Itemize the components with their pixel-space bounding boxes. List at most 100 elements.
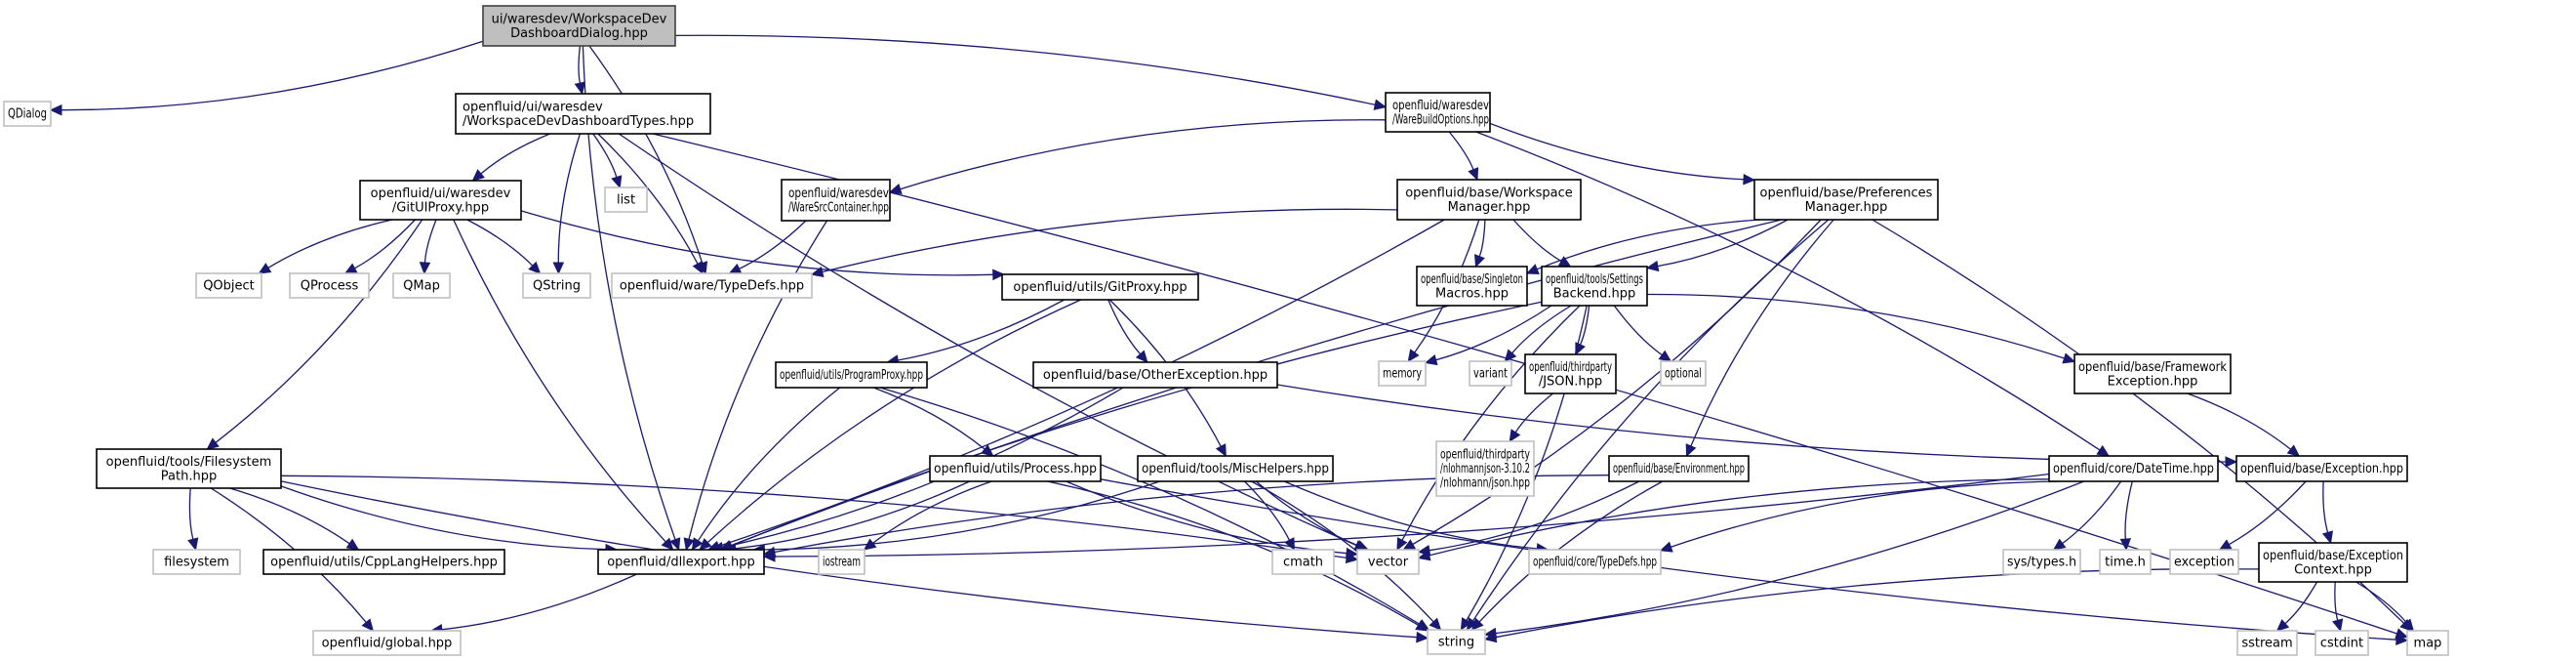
edge-prefmanager-to-string (1472, 219, 1830, 622)
node-box (2099, 549, 2152, 575)
node-jsonhpp[interactable]: openfluid/thirdparty/JSON.hpp (1524, 353, 1617, 394)
arrowhead-wsmanager-to-waretypedefs (810, 266, 825, 278)
node-label: openfluid/waresdev (788, 186, 889, 201)
arrowhead-exccontext-to-map (2401, 618, 2415, 632)
node-datetime[interactable]: openfluid/core/DateTime.hpp (2048, 455, 2219, 482)
edge-gituiproxy-to-gitproxy (520, 210, 993, 276)
node-warebuild[interactable]: openfluid/waresdev/WareBuildOptions.hpp (1385, 92, 1491, 133)
edge-settings-to-memory (1435, 305, 1552, 361)
node-label: exception (2174, 556, 2234, 570)
node-box (392, 272, 451, 299)
node-label: Manager.hpp (1805, 200, 1888, 215)
node-label: openfluid/base/Framework (2078, 360, 2227, 375)
edge-environment-to-string (1478, 480, 1664, 623)
arrowhead-datetime-to-vector (1417, 550, 1431, 561)
nodes-layer: ui/waresdev/WorkspaceDevDashboardDialog.… (3, 5, 2449, 656)
edge-dashtypes-to-list (592, 133, 618, 178)
node-box (597, 549, 765, 575)
node-box (3, 101, 52, 127)
node-global: openfluid/global.hpp (312, 630, 462, 656)
node-label: QString (533, 279, 581, 294)
arrowhead-fspath-to-cpplang (345, 538, 360, 551)
edge-warebuild-to-waresrc (900, 119, 1387, 190)
node-programproxy[interactable]: openfluid/utils/ProgramProxy.hpp (775, 361, 928, 389)
edge-datetime-to-coretypedefs (1670, 480, 2061, 548)
arrowhead-datetime-to-coretypedefs (1659, 541, 1673, 553)
node-process[interactable]: openfluid/utils/Process.hpp (929, 455, 1102, 482)
node-label: /nlohmann/json.hpp (1440, 476, 1530, 491)
node-root[interactable]: ui/waresdev/WorkspaceDevDashboardDialog.… (482, 5, 676, 47)
arrowhead-fspath-to-global (361, 618, 375, 632)
arrowhead-exccontext-to-sstream (2275, 619, 2290, 632)
node-vector: vector (1356, 549, 1420, 575)
node-dashtypes[interactable]: openfluid/ui/waresdev/WorkspaceDevDashbo… (455, 93, 711, 135)
node-label: sstream (2241, 637, 2292, 651)
node-list: list (604, 186, 648, 213)
arrowhead-waresrc-to-waretypedefs (728, 263, 743, 274)
node-cstdint: cstdint (2314, 630, 2369, 656)
arrowhead-wsmanager-to-memory (1407, 349, 1420, 362)
node-cmath: cmath (1271, 549, 1335, 575)
edge-settings-to-variant (1511, 305, 1572, 354)
node-mischelpers[interactable]: openfluid/tools/MiscHelpers.hpp (1137, 455, 1334, 482)
arrowhead-prefmanager-to-settings (1645, 260, 1660, 272)
arrowhead-warebuild-to-wsmanager (1468, 167, 1479, 182)
node-label: /WareSrcContainer.hpp (788, 200, 889, 215)
node-label: openfluid/ware/TypeDefs.hpp (620, 279, 804, 294)
edge-datetime-to-dllexport (774, 473, 2050, 558)
arrowhead-root-to-dashtypes (574, 81, 585, 96)
node-label: openfluid/ui/waresdev (371, 186, 511, 201)
edge-gituiproxy-to-fspath (215, 219, 423, 443)
node-waresrc[interactable]: openfluid/waresdev/WareSrcContainer.hpp (781, 179, 891, 222)
arrowhead-gituiproxy-to-dllexport (661, 537, 674, 551)
arrowhead-process-to-vector (1346, 547, 1359, 559)
arrowhead-settings-to-frameworkexc (2062, 352, 2076, 364)
node-gituiproxy[interactable]: openfluid/ui/waresdev/GitUIProxy.hpp (359, 180, 522, 221)
arrowhead-warebuild-to-waresrc (888, 184, 903, 194)
node-label: /WorkspaceDevDashboardTypes.hpp (463, 114, 694, 129)
node-otherexc[interactable]: openfluid/base/OtherException.hpp (1032, 361, 1278, 389)
node-label: string (1438, 636, 1474, 650)
node-exception[interactable]: openfluid/base/Exception.hpp (2235, 455, 2408, 482)
arrowhead-programproxy-to-dllexport (691, 537, 704, 552)
node-dllexport[interactable]: openfluid/dllexport.hpp (597, 549, 765, 575)
node-label: list (617, 193, 635, 208)
node-box (152, 549, 241, 575)
edge-gituiproxy-to-dllexport (453, 219, 666, 543)
node-gitproxy[interactable]: openfluid/utils/GitProxy.hpp (1001, 273, 1199, 301)
arrowhead-dashtypes-to-waretypedefs (692, 261, 704, 275)
edge-prefmanager-to-settings (1657, 219, 1789, 268)
node-label: openfluid/utils/CppLangHelpers.hpp (270, 556, 498, 570)
node-environment[interactable]: openfluid/base/Environment.hpp (1608, 455, 1750, 482)
edge-prefmanager-to-singleton (1536, 219, 1760, 270)
node-label: /WareBuildOptions.hpp (1392, 112, 1489, 127)
node-box (2169, 549, 2239, 575)
arrowhead-settings-to-string (1460, 617, 1472, 632)
node-stdexception: exception (2169, 549, 2239, 575)
node-box (289, 272, 370, 299)
node-qstring: QString (522, 272, 591, 299)
node-timeh: time.h (2099, 549, 2152, 575)
edge-jsonhpp-to-nlohmann (1514, 392, 1553, 434)
edge-gituiproxy-to-qstring (466, 219, 534, 267)
node-cpplang[interactable]: openfluid/utils/CppLangHelpers.hpp (262, 549, 505, 575)
arrowhead-datetime-to-timeh (2119, 538, 2132, 552)
edge-warebuild-to-wsmanager (1448, 131, 1474, 171)
node-label: filesystem (164, 556, 229, 570)
node-memory: memory (1378, 360, 1427, 387)
node-label: map (2414, 637, 2442, 651)
node-box (482, 5, 676, 47)
node-box (929, 455, 1102, 482)
node-box (604, 186, 648, 213)
edge-exception-to-stdexception (2229, 480, 2307, 546)
edge-datetime-to-string (1495, 480, 2084, 635)
edge-environment-to-vector (1429, 480, 1640, 552)
node-label: QMap (403, 279, 440, 294)
